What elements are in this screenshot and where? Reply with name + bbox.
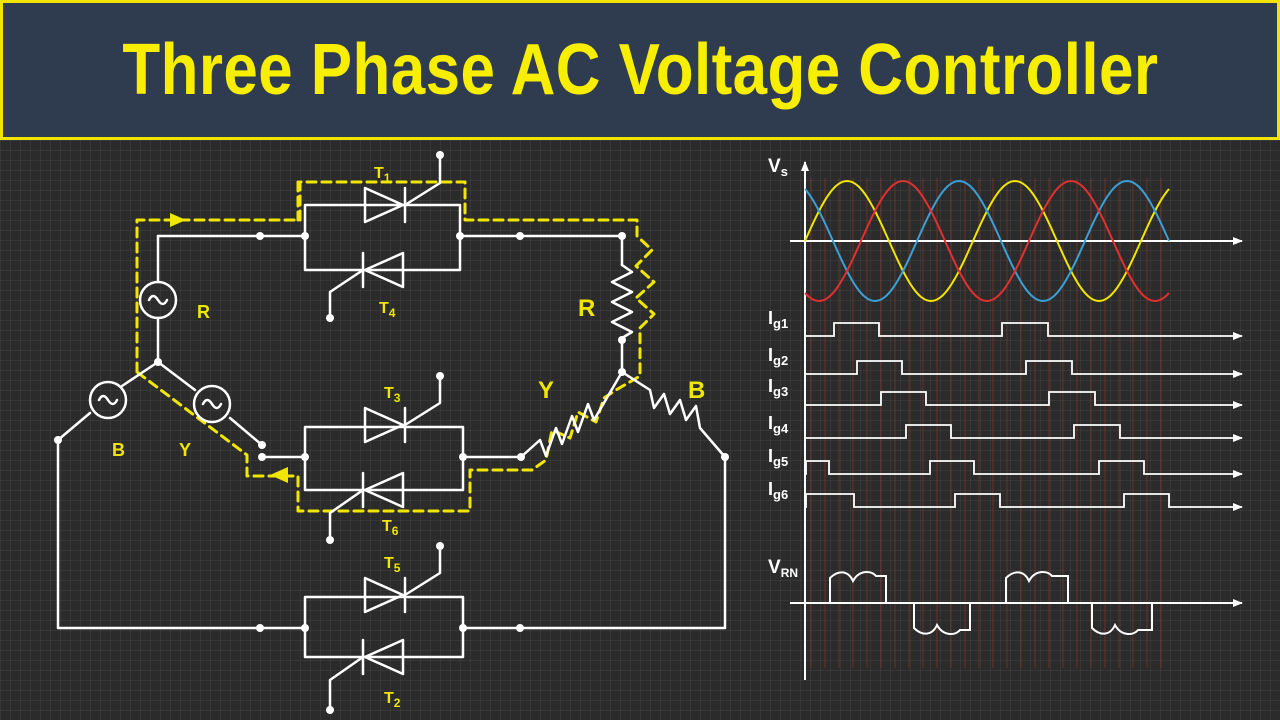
load-resistor-r xyxy=(610,263,634,372)
thyristor-label-t2: T2 xyxy=(384,690,401,710)
waveform-gridlines xyxy=(810,178,1162,668)
page-title: Three Phase AC Voltage Controller xyxy=(121,30,1159,110)
vrn-waveform xyxy=(829,571,1153,635)
load-resistor-b xyxy=(620,370,727,459)
source-r xyxy=(138,280,178,320)
thyristor-label-t3: T3 xyxy=(384,385,401,405)
circuit-diagram xyxy=(54,151,729,714)
wire-b-bottom xyxy=(303,455,727,659)
thyristor-t2-body xyxy=(328,638,405,712)
gate-signal-3 xyxy=(805,391,1243,409)
current-arrow-bottom xyxy=(270,467,288,483)
ac-symbol-y xyxy=(201,398,223,410)
source-label-r: R xyxy=(197,302,210,322)
vrn-label: VRN xyxy=(768,557,798,580)
thyristor-t5-body xyxy=(363,544,442,614)
gate-signal-4 xyxy=(805,424,1243,442)
wire-r-top xyxy=(156,203,624,272)
load-label-y: Y xyxy=(538,377,554,404)
gate-label-g1: Ig1 xyxy=(768,308,788,331)
gate-label-g2: Ig2 xyxy=(768,345,788,368)
gate-pulse-signals xyxy=(805,322,1243,511)
source-label-y: Y xyxy=(179,440,191,460)
waveform-panel xyxy=(790,161,1243,680)
title-bar: Three Phase AC Voltage Controller xyxy=(0,0,1280,140)
thyristor-label-t5: T5 xyxy=(384,555,401,575)
gate-label-g3: Ig3 xyxy=(768,376,788,399)
sine-wave-1 xyxy=(804,179,1170,303)
supply-voltage-waves xyxy=(804,179,1170,303)
thyristor-t4-body xyxy=(328,251,405,320)
source-wires xyxy=(56,234,307,630)
load-resistor-y xyxy=(519,370,624,459)
junction-dots xyxy=(54,151,729,714)
gate-signal-2 xyxy=(805,360,1243,378)
vs-label: Vs xyxy=(768,156,788,179)
gate-label-g4: Ig4 xyxy=(768,413,789,436)
sine-wave-2 xyxy=(804,179,1170,303)
ac-symbol-r xyxy=(147,294,169,306)
source-b xyxy=(88,380,128,420)
thyristor-t6-body xyxy=(328,471,405,542)
source-y xyxy=(192,384,232,424)
thyristor-t1-body xyxy=(363,156,442,224)
thyristor-label-t1: T1 xyxy=(374,165,391,185)
ac-symbol-b xyxy=(97,394,119,406)
load-label-b: B xyxy=(688,377,705,404)
thyristor-label-t4: T4 xyxy=(379,300,396,320)
gate-label-g6: Ig6 xyxy=(768,479,788,502)
current-arrow-top xyxy=(170,213,186,227)
wire-y-mid xyxy=(260,425,523,492)
load-label-r: R xyxy=(578,295,595,322)
thyristor-label-t6: T6 xyxy=(382,518,399,538)
gate-signal-6 xyxy=(805,493,1243,511)
gate-label-g5: Ig5 xyxy=(768,446,788,469)
current-path xyxy=(135,180,656,513)
thyristor-t3-body xyxy=(363,374,442,444)
gate-signal-5 xyxy=(805,460,1243,478)
gate-signal-1 xyxy=(805,322,1243,340)
source-label-b: B xyxy=(112,440,125,460)
